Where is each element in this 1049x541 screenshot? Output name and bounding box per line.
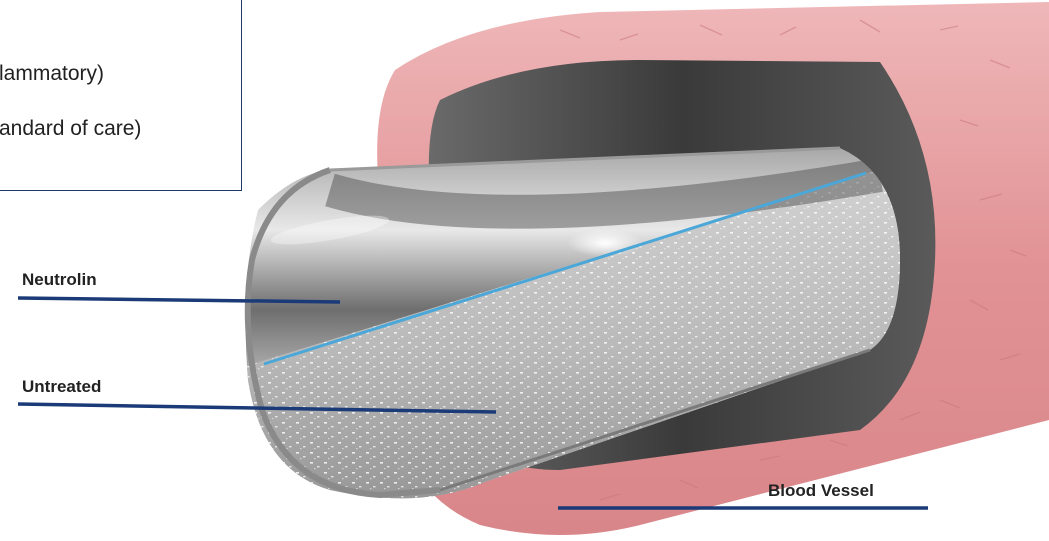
legend-line-2: andard of care) (0, 117, 141, 141)
legend-line-1: lammatory) (0, 62, 104, 86)
neutrolin-label: Neutrolin (22, 270, 97, 290)
tube-highlight (567, 229, 643, 257)
blood-vessel-label: Blood Vessel (768, 481, 874, 501)
legend-box: lammatory) andard of care) (0, 0, 242, 191)
untreated-label: Untreated (22, 377, 101, 397)
